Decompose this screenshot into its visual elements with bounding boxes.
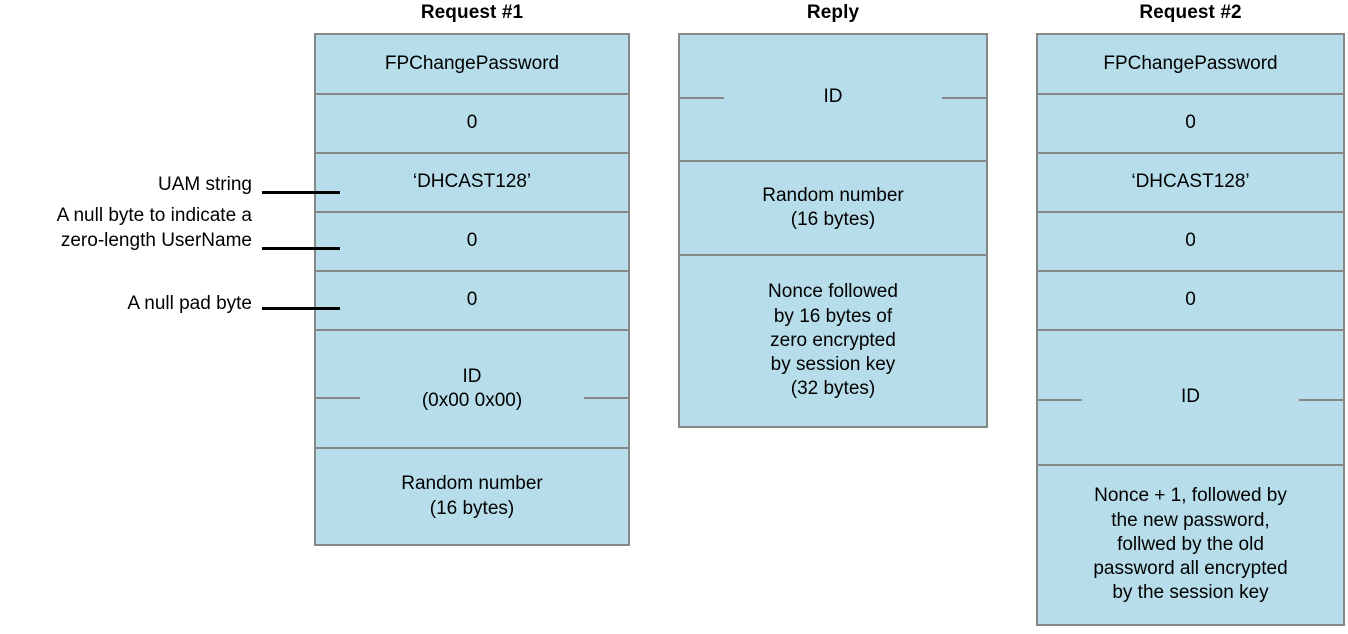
field-label: 0 — [1185, 230, 1196, 252]
field-label: Random number (16 bytes) — [762, 184, 904, 230]
field-request1-6: Random number (16 bytes) — [316, 449, 628, 544]
leader-line-null-username — [262, 247, 340, 250]
field-label: Nonce + 1, followed by the new password,… — [1093, 485, 1288, 604]
field-request1-1: 0 — [316, 95, 628, 154]
annotation-null-pad-byte: A null pad byte — [127, 293, 252, 314]
field-request2-5-id: ID — [1038, 331, 1343, 466]
field-request1-5-id: ID (0x00 0x00) — [316, 331, 628, 449]
field-label: 0 — [466, 112, 478, 134]
field-continuation-tick-right — [942, 97, 986, 99]
field-reply-2: Nonce followed by 16 bytes of zero encry… — [680, 256, 986, 426]
column-title-request-1: Request #1 — [420, 2, 524, 23]
field-request2-1: 0 — [1038, 95, 1343, 154]
packet-column-request-2: FPChangePassword 0 ‘DHCAST128’ 0 0 ID No… — [1036, 33, 1345, 626]
field-label: Nonce followed by 16 bytes of zero encry… — [768, 281, 898, 400]
field-label: Random number (16 bytes) — [401, 473, 543, 519]
field-request1-0: FPChangePassword — [316, 35, 628, 95]
field-continuation-tick-left — [316, 397, 360, 399]
field-label: 0 — [466, 289, 478, 311]
field-request2-0: FPChangePassword — [1038, 35, 1343, 95]
field-label: 0 — [1185, 112, 1196, 134]
field-continuation-tick-left — [680, 97, 724, 99]
field-request1-2: ‘DHCAST128’ — [316, 154, 628, 213]
field-label: ID — [823, 86, 843, 108]
field-label: ‘DHCAST128’ — [412, 171, 532, 193]
field-label: FPChangePassword — [384, 52, 560, 74]
column-title-request-2: Request #2 — [1139, 2, 1242, 23]
field-label: FPChangePassword — [1103, 52, 1278, 74]
field-label: ‘DHCAST128’ — [1131, 171, 1250, 193]
field-label: 0 — [1185, 289, 1196, 311]
field-reply-1: Random number (16 bytes) — [680, 162, 986, 256]
field-request1-3: 0 — [316, 213, 628, 272]
field-continuation-tick-right — [584, 397, 628, 399]
field-request1-4: 0 — [316, 272, 628, 331]
field-request2-2: ‘DHCAST128’ — [1038, 154, 1343, 213]
field-request2-3: 0 — [1038, 213, 1343, 272]
leader-line-null-pad-byte — [262, 307, 340, 310]
field-label: ID — [1181, 386, 1200, 408]
packet-column-request-1: FPChangePassword 0 ‘DHCAST128’ 0 0 ID (0… — [314, 33, 630, 546]
packet-column-reply: ID Random number (16 bytes) Nonce follow… — [678, 33, 988, 428]
field-label: ID (0x00 0x00) — [421, 365, 523, 411]
field-label: 0 — [466, 230, 478, 252]
annotation-uam-string: UAM string — [158, 174, 252, 195]
annotation-null-username: A null byte to indicate a zero-length Us… — [56, 205, 252, 252]
field-reply-0-id: ID — [680, 35, 986, 162]
field-continuation-tick-right — [1299, 399, 1343, 401]
field-continuation-tick-left — [1038, 399, 1082, 401]
column-title-reply: Reply — [806, 2, 860, 23]
field-request2-6: Nonce + 1, followed by the new password,… — [1038, 466, 1343, 624]
field-request2-4: 0 — [1038, 272, 1343, 331]
leader-line-uam-string — [262, 191, 340, 194]
